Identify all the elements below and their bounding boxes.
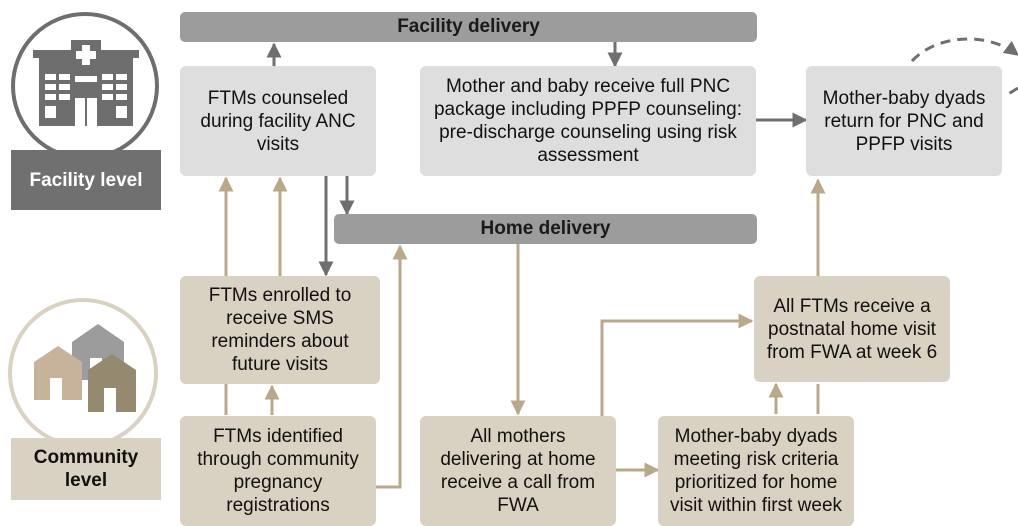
arrow-loop	[910, 37, 1018, 63]
risk-prioritized-box: Mother-baby dyads meeting risk criteria …	[658, 416, 854, 526]
home-delivery-band: Home delivery	[334, 214, 757, 244]
return-pnc-box: Mother-baby dyads return for PNC and PPF…	[806, 66, 1002, 176]
postnatal-home-visit-box: All FTMs receive a postnatal home visit …	[754, 276, 950, 382]
ftms-counseled-box: FTMs counseled during facility ANC visit…	[180, 66, 376, 176]
ftms-identified-box: FTMs identified through community pregna…	[180, 416, 376, 526]
full-pnc-package-box: Mother and baby receive full PNC package…	[420, 66, 756, 176]
facility-level-label: Facility level	[11, 150, 161, 210]
houses-icon	[34, 324, 136, 412]
community-level-label: Community level	[11, 438, 161, 500]
arrow-loop-return	[1004, 86, 1018, 98]
hospital-building-icon	[33, 40, 139, 126]
community-level-label-line1: Community	[33, 447, 139, 468]
sms-reminders-box: FTMs enrolled to receive SMS reminders a…	[180, 276, 380, 384]
call-from-fwa-box: All mothers delivering at home receive a…	[420, 416, 616, 526]
community-level-label-line2: level	[64, 470, 108, 491]
facility-delivery-band: Facility delivery	[180, 12, 757, 42]
arrow-call-to-postnatal	[600, 313, 754, 416]
arrow-identified-to-home	[376, 244, 408, 489]
